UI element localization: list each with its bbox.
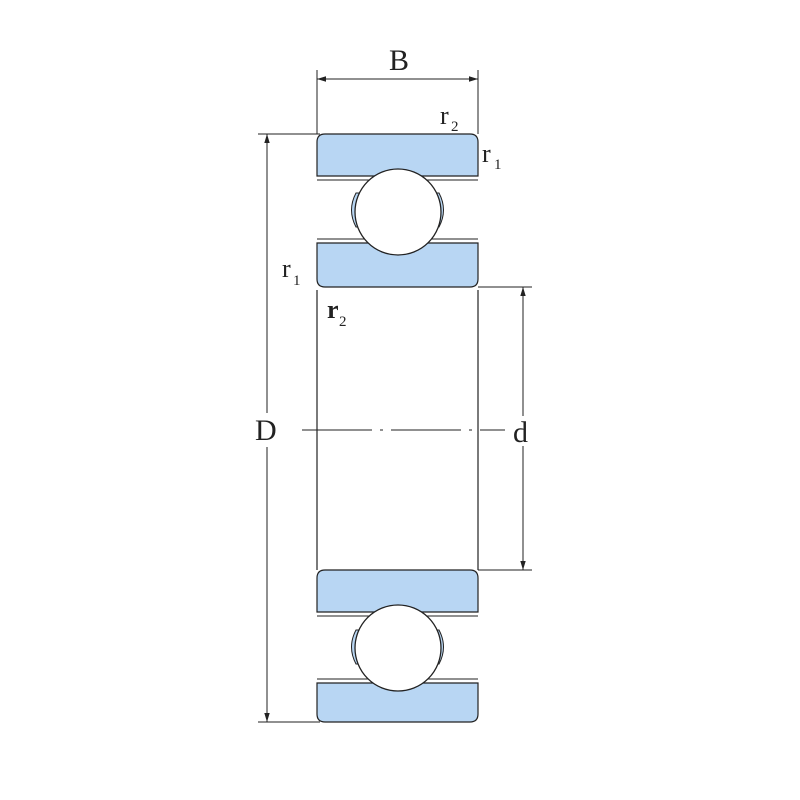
label-d: d (513, 416, 528, 449)
outer-ring-top (316, 133, 479, 177)
dimension-d (478, 286, 532, 571)
label-r2-bottom-sub: 2 (339, 314, 347, 330)
inner-ring-top (316, 242, 479, 288)
outer-ring-bottom (316, 682, 479, 723)
bottom-section (316, 569, 479, 723)
label-r1-left-sub: 1 (293, 273, 301, 289)
ball-top (354, 168, 442, 256)
label-r2-top-sub: 2 (451, 119, 459, 135)
top-section (316, 133, 479, 288)
dimension-D (258, 133, 320, 723)
label-D: D (255, 414, 277, 447)
label-B: B (389, 44, 409, 77)
label-r1-right: r (482, 139, 491, 168)
label-r1-left: r (282, 254, 291, 283)
label-r2-bottom: r (327, 295, 339, 324)
ball-bottom (354, 604, 442, 692)
dimension-B (316, 70, 479, 134)
label-r2-top: r (440, 101, 449, 130)
label-r1-right-sub: 1 (494, 157, 502, 173)
inner-ring-bottom (316, 569, 479, 613)
